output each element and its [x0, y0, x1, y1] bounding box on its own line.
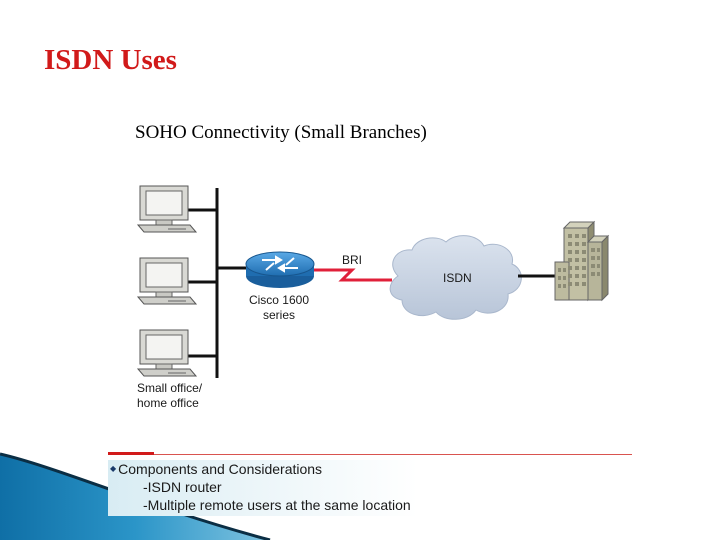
computer-icon [136, 257, 198, 305]
notes-item: -ISDN router [143, 479, 222, 495]
bri-label: BRI [342, 253, 362, 267]
notes-block: ◆ Components and Considerations -ISDN ro… [110, 460, 411, 514]
notes-heading-row: ◆ Components and Considerations [110, 460, 411, 478]
office-building-icon [554, 220, 610, 302]
router-icon [245, 251, 315, 288]
notes-divider-accent [108, 452, 154, 455]
slide-subtitle: SOHO Connectivity (Small Branches) [135, 122, 427, 143]
lan-backbone [188, 188, 246, 378]
office-label: Small office/ [137, 381, 203, 395]
isdn-cloud [389, 235, 522, 320]
office-label-second-line: home office [137, 396, 199, 410]
notes-item: -Multiple remote users at the same locat… [143, 497, 411, 513]
computer-icon [136, 329, 198, 377]
bri-link [314, 268, 392, 282]
diamond-bullet-icon: ◆ [110, 464, 117, 473]
notes-divider [108, 454, 632, 455]
notes-heading: Components and Considerations [118, 461, 323, 477]
slide-title: ISDN Uses [44, 44, 177, 76]
router-label-series: series [263, 308, 295, 322]
notes-panel-background [108, 460, 418, 516]
computer-icon [136, 185, 198, 233]
router-label: Cisco 1600 [249, 293, 309, 307]
isdn-cloud-label: ISDN [443, 271, 472, 285]
